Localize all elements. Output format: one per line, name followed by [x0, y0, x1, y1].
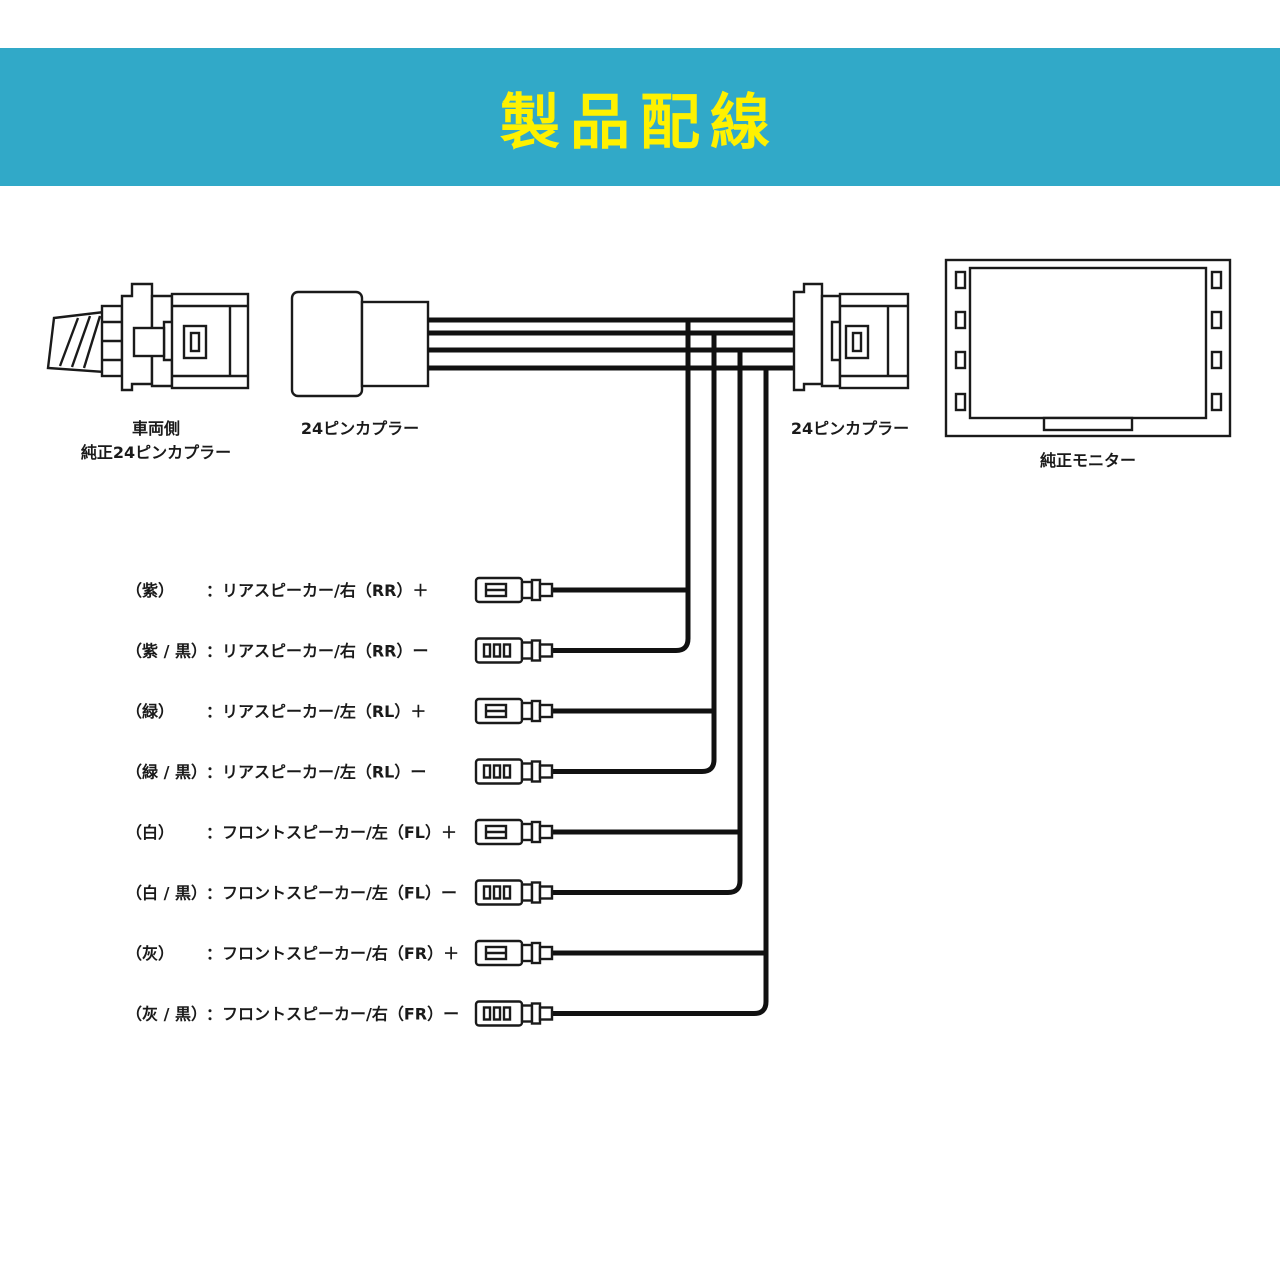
harness-right-coupler-icon: [792, 282, 910, 392]
header-banner: 製品配線: [0, 48, 1280, 186]
harness-bundle: [428, 317, 798, 371]
vehicle-connector-label-line2: 純正24ピンカプラー: [81, 443, 231, 462]
monitor-icon: [944, 258, 1232, 438]
vehicle-connector-label-line1: 車両側: [132, 419, 180, 438]
female-terminal-icon-6: [474, 879, 554, 906]
wire-function-label-2: ：リアスピーカー/右（RR）ー: [206, 642, 429, 661]
wire-function-label-7: ：フロントスピーカー/右（FR）＋: [206, 944, 459, 963]
male-terminal-icon-3: [474, 697, 554, 725]
wire-color-label-7: （灰）: [126, 944, 174, 963]
wire-color-label-4: （緑 / 黒）: [126, 763, 207, 782]
terminals: [474, 576, 554, 1027]
wire-color-label-2: （紫 / 黒）: [126, 642, 207, 661]
wire-color-label-8: （灰 / 黒）: [126, 1005, 207, 1024]
branch-wire-2: [550, 320, 691, 653]
wire-function-label-8: ：フロントスピーカー/右（FR）ー: [206, 1005, 459, 1024]
wire-color-label-3: （緑）: [126, 702, 174, 721]
male-terminal-icon-1: [474, 576, 554, 604]
wire-labels: （紫） ：リアスピーカー/右（RR）＋ （紫 / 黒）：リアスピーカー/右（RR）ー…: [126, 581, 459, 1024]
branch-wire-6: [550, 350, 743, 895]
female-terminal-icon-4: [474, 758, 554, 785]
wire-function-label-3: ：リアスピーカー/左（RL）＋: [206, 702, 426, 721]
branch-wire-4: [550, 333, 717, 774]
harness-left-coupler-label: 24ピンカプラー: [301, 419, 419, 438]
branch-wire-8: [550, 368, 769, 1016]
harness-left-coupler-icon: [290, 290, 430, 398]
wire-color-label-5: （白）: [126, 823, 174, 842]
wire-color-label-1: （紫）: [126, 581, 174, 600]
branch-wire-7: [550, 368, 769, 956]
harness-right-coupler-label: 24ピンカプラー: [791, 419, 909, 438]
female-terminal-icon-2: [474, 637, 554, 664]
female-terminal-icon-8: [474, 1000, 554, 1027]
wire-function-label-6: ：フロントスピーカー/左（FL）ー: [206, 884, 457, 903]
male-terminal-icon-7: [474, 939, 554, 967]
page-title: 製品配線: [500, 87, 780, 158]
wire-color-label-6: （白 / 黒）: [126, 884, 207, 903]
wire-function-label-5: ：フロントスピーカー/左（FL）＋: [206, 823, 457, 842]
vehicle-connector-icon: [46, 282, 250, 392]
male-terminal-icon-5: [474, 818, 554, 846]
branch-wire-1: [550, 320, 691, 593]
wire-function-label-1: ：リアスピーカー/右（RR）＋: [206, 581, 429, 600]
wire-function-label-4: ：リアスピーカー/左（RL）ー: [206, 763, 426, 782]
monitor-label: 純正モニター: [1040, 451, 1136, 470]
branch-wires: [550, 320, 769, 1016]
